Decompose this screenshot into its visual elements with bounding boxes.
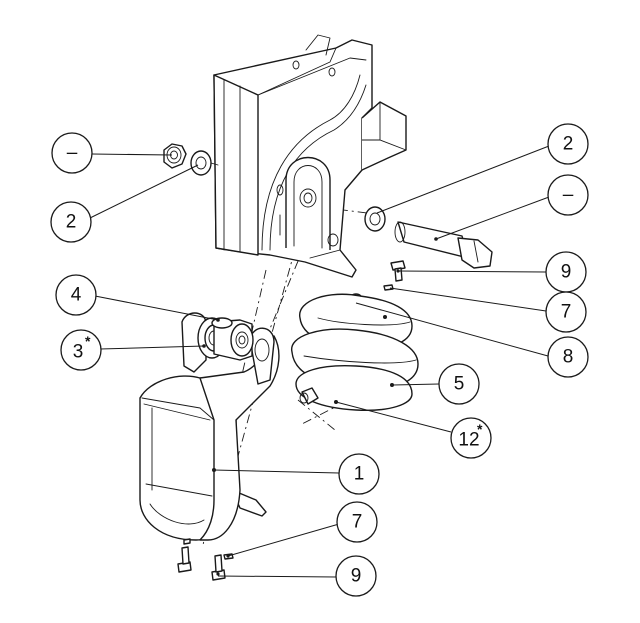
bushing-assembly bbox=[197, 317, 254, 361]
callout-label: 8 bbox=[563, 347, 574, 368]
bolt-right bbox=[394, 221, 493, 269]
callout-label: 7 bbox=[561, 302, 572, 323]
callout-12: 12 * bbox=[450, 417, 492, 459]
callout-label: 9 bbox=[561, 262, 572, 283]
callout-label: 3 bbox=[73, 342, 84, 363]
callout-label: – bbox=[67, 143, 78, 164]
nut-7-bottom bbox=[183, 538, 234, 560]
callout-label: – bbox=[563, 185, 574, 206]
callout-label: 2 bbox=[563, 134, 574, 155]
nut-left bbox=[163, 143, 187, 169]
hanger-bracket bbox=[213, 34, 407, 278]
small-bolt-bottom bbox=[177, 546, 226, 581]
callout-minus-right: – bbox=[547, 174, 589, 216]
callout-label: 12 bbox=[458, 430, 479, 451]
washer-left bbox=[190, 150, 219, 176]
callout-3: 3 * bbox=[60, 329, 102, 371]
small-bolt-top bbox=[390, 260, 406, 282]
callout-7-top: 7 bbox=[545, 291, 587, 333]
callout-7-bottom: 7 bbox=[336, 501, 378, 543]
callout-minus-left: – bbox=[51, 132, 93, 174]
air-spring bbox=[291, 293, 419, 412]
callout-star: * bbox=[85, 333, 91, 349]
callout-9-bottom: 9 bbox=[335, 555, 377, 597]
leader-lines bbox=[89, 145, 550, 578]
callout-label: 2 bbox=[66, 212, 77, 233]
callout-label: 1 bbox=[354, 464, 365, 485]
callout-4: 4 bbox=[55, 274, 97, 316]
callout-8: 8 bbox=[547, 336, 589, 378]
callout-9-top: 9 bbox=[545, 251, 587, 293]
nut-7-top bbox=[383, 284, 394, 291]
callout-label: 5 bbox=[454, 374, 465, 395]
callout-2-left: 2 bbox=[50, 201, 92, 243]
callout-2-right: 2 bbox=[547, 123, 589, 165]
callout-5: 5 bbox=[438, 363, 480, 405]
callout-label: 7 bbox=[352, 512, 363, 533]
washer-right bbox=[364, 206, 386, 232]
main-arm bbox=[139, 312, 280, 541]
callout-star: * bbox=[477, 421, 483, 437]
callout-label: 9 bbox=[351, 566, 362, 587]
callout-label: 4 bbox=[71, 285, 82, 306]
callout-1: 1 bbox=[338, 453, 380, 495]
